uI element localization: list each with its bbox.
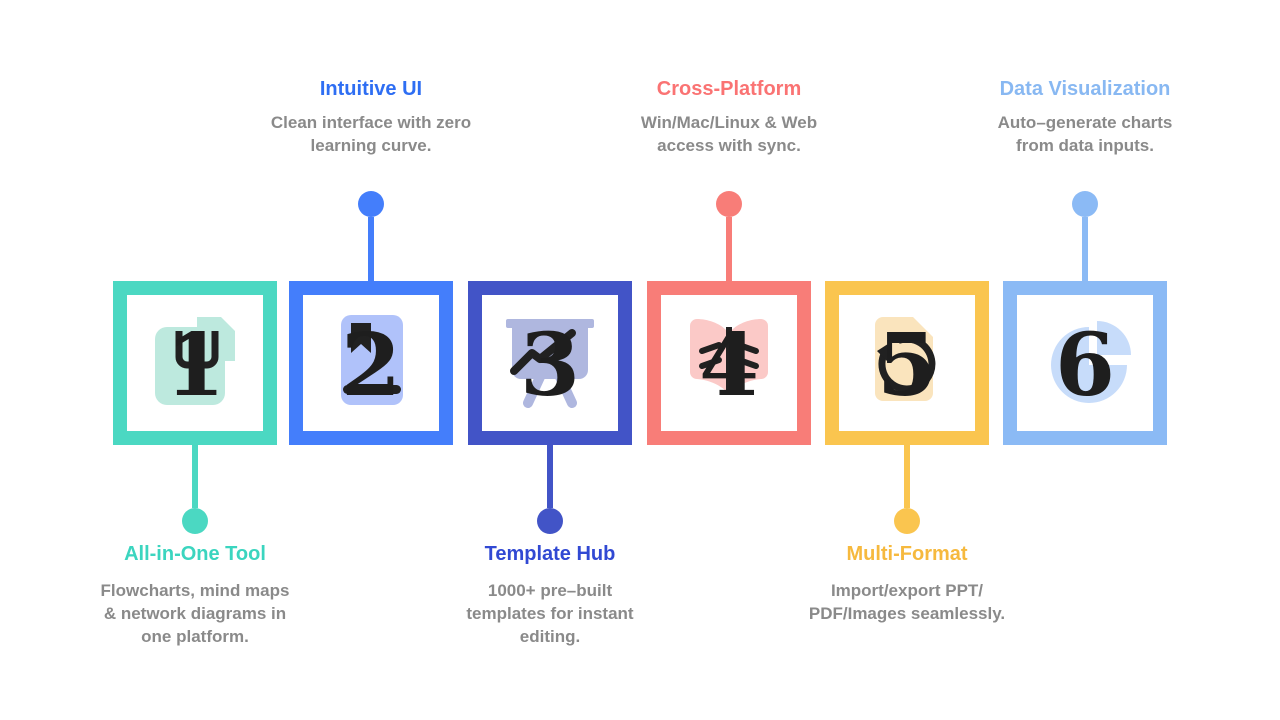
feature-box-6: 6 [1003,281,1167,445]
feature-intuitive-ui: 2 Intuitive UI Clean interface with zero… [221,0,521,720]
feature-box-3: 3 [468,281,632,445]
document-sync-icon [875,317,936,401]
bookmark-book-icon [341,315,403,405]
import-file-icon [155,317,235,405]
pie-chart-icon [1051,321,1131,403]
connector-line [547,445,553,508]
feature-title: All-in-One Tool [124,543,266,565]
connector-line [1082,217,1088,281]
feature-description: Flowcharts, mind maps & network diagrams… [100,581,290,646]
feature-number: 4 [699,315,759,416]
feature-title: Template Hub [484,543,616,565]
presentation-board-icon [506,319,594,408]
feature-description: 1000+ pre–built templates for instant ed… [466,581,634,646]
connector-dot [1072,191,1098,217]
feature-title: Intuitive UI [319,78,423,100]
feature-box-4: 4 [647,281,811,445]
feature-number: 1 [165,315,225,416]
feature-title: Data Visualization [999,78,1171,100]
feature-description: Clean interface with zero learning curve… [270,113,472,155]
feature-number: 6 [1055,315,1115,416]
connector-dot [894,508,920,534]
feature-all-in-one-tool: 1 All-in-One Tool Flowcharts, mind maps … [45,0,345,720]
feature-box-5: 5 [825,281,989,445]
feature-template-hub: 3 Template Hub 1000+ pre–built templates… [400,0,700,720]
connector-line [726,217,732,281]
feature-description: Import/export PPT/ PDF/Images seamlessly… [808,581,1006,623]
connector-dot [182,508,208,534]
feature-title: Cross-Platform [656,78,802,100]
feature-data-visualization: 6 Data Visualization Auto–generate chart… [935,0,1235,720]
connector-dot [358,191,384,217]
feature-box-2: 2 [289,281,453,445]
feature-box-1: 1 [113,281,277,445]
feature-title: Multi-Format [846,543,968,565]
feature-cross-platform: 4 Cross-Platform Win/Mac/Linux & Web acc… [579,0,879,720]
feature-number: 2 [341,315,401,416]
feature-number: 5 [877,315,937,416]
feature-description: Win/Mac/Linux & Web access with sync. [640,113,818,155]
connector-dot [537,508,563,534]
open-book-icon [690,319,768,395]
connector-dot [716,191,742,217]
feature-number: 3 [520,315,580,416]
feature-description: Auto–generate charts from data inputs. [997,113,1173,155]
connector-line [904,445,910,508]
connector-line [192,445,198,508]
feature-multi-format: 5 Multi-Format Import/export PPT/ PDF/Im… [757,0,1057,720]
connector-line [368,217,374,281]
